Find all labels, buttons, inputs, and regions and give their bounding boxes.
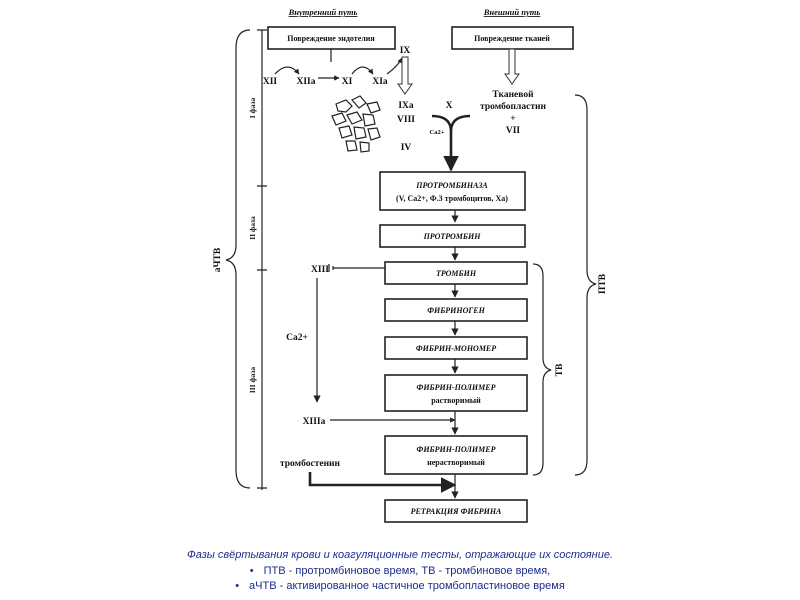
- thrombosthenin-arrow: [308, 472, 457, 493]
- caption-item-2-text: аЧТВ - активированное частичное тромбопл…: [249, 580, 565, 592]
- tissue-thromboplastin-line1: Тканевой: [492, 89, 534, 100]
- factor-ix-label: IX: [400, 46, 411, 56]
- fibrin-retraction-label: РЕТРАКЦИЯ ФИБРИНА: [411, 507, 502, 516]
- tt-label: ТВ: [555, 363, 565, 376]
- phase-3-label: III фаза: [248, 367, 257, 394]
- phase-1-label: I фаза: [248, 98, 257, 119]
- fibrin-monomer-box: [384, 336, 528, 360]
- plus-sign: +: [510, 114, 515, 124]
- factor-xi-label: XI: [342, 77, 353, 87]
- xi-to-xia-arrow: [351, 66, 374, 75]
- xia-to-ix-arrow: [386, 57, 403, 75]
- factor-x-label: X: [446, 101, 453, 111]
- endothelium-damage-label: Повреждение эндотелия: [287, 34, 375, 43]
- intrinsic-pathway-header: Внутренний путь: [288, 7, 358, 17]
- factor-xiii-label: XIII: [311, 265, 329, 275]
- calcium-label: Ca2+: [430, 129, 445, 136]
- aptt-label: аЧТВ: [213, 247, 223, 272]
- tissue-damage-arrow: [504, 48, 520, 85]
- caption-item-2: • аЧТВ - активированное частичное тромбоп…: [0, 580, 800, 592]
- pt-label: ПТВ: [598, 273, 608, 294]
- thrombin-box: [384, 261, 528, 285]
- fibrin-polymer-insoluble-sub: нерастворимый: [427, 458, 485, 467]
- factor-xii-label: XII: [263, 77, 278, 87]
- thrombin-label: ТРОМБИН: [436, 269, 477, 278]
- fibrin-polymer-soluble-label: ФИБРИН-ПОЛИМЕР: [417, 383, 496, 392]
- factor-xia-label: XIa: [372, 77, 388, 87]
- fibrin-retraction-box: [384, 499, 528, 523]
- fibrin-polymer-soluble-sub: растворимый: [431, 396, 481, 405]
- prothrombin-label: ПРОТРОМБИН: [423, 232, 482, 241]
- ix-to-ixa-arrow: [397, 56, 413, 95]
- caption-item-1: • ПТВ - протромбиновое время, ТВ - тромби…: [0, 565, 800, 577]
- calcium-left-label: Ca2+: [286, 333, 308, 343]
- prothrombinase-label: ПРОТРОМБИНАЗА: [415, 181, 488, 190]
- fibrin-monomer-label: ФИБРИН-МОНОМЕР: [416, 344, 496, 353]
- caption-title: Фазы свёртывания крови и коагуляционные …: [186, 549, 614, 561]
- phase-2-label: II фаза: [248, 216, 257, 240]
- extrinsic-pathway-header: Внешний путь: [483, 7, 541, 17]
- factor-ixa-label: IXa: [398, 101, 414, 111]
- fibrin-polymer-insoluble-label: ФИБРИН-ПОЛИМЕР: [417, 445, 496, 454]
- fibrin-polymer-soluble-box: [384, 374, 528, 412]
- prothrombinase-components: (V, Ca2+, Ф.3 тромбоцитов, Ха): [396, 194, 508, 203]
- platelets-icon: [331, 95, 381, 153]
- bullet-icon: •: [235, 580, 240, 592]
- aptt-brace: [225, 29, 251, 489]
- factor-iv-label: IV: [401, 143, 412, 153]
- caption-item-1-text: ПТВ - протромбиновое время, ТВ - тромбин…: [263, 565, 551, 577]
- factor-xiia-label: XIIa: [296, 77, 315, 87]
- fibrin-polymer-insoluble-box: [384, 435, 528, 475]
- tissue-damage-label: Повреждение тканей: [474, 34, 550, 43]
- prothrombinase-box: [379, 171, 526, 211]
- thrombosthenin-label: тромбостенин: [280, 458, 341, 469]
- tissue-thromboplastin-line2: тромбопластин: [480, 101, 546, 112]
- pt-brace: [574, 94, 597, 476]
- phase-ticks: [257, 29, 267, 489]
- factor-xiiia-label: XIIIa: [303, 417, 326, 427]
- fibrinogen-label: ФИБРИНОГЕН: [427, 306, 485, 315]
- tt-brace: [532, 263, 552, 476]
- fibrinogen-box: [384, 298, 528, 322]
- factor-vii-label: VII: [506, 126, 521, 136]
- xii-to-xiia-arrow: [274, 66, 300, 75]
- factor-viii-label: VIII: [397, 115, 415, 125]
- prothrombin-box: [379, 224, 526, 248]
- bullet-icon: •: [249, 565, 254, 577]
- pathway-merge-connector: [431, 114, 471, 131]
- xiii-bar: [328, 264, 334, 272]
